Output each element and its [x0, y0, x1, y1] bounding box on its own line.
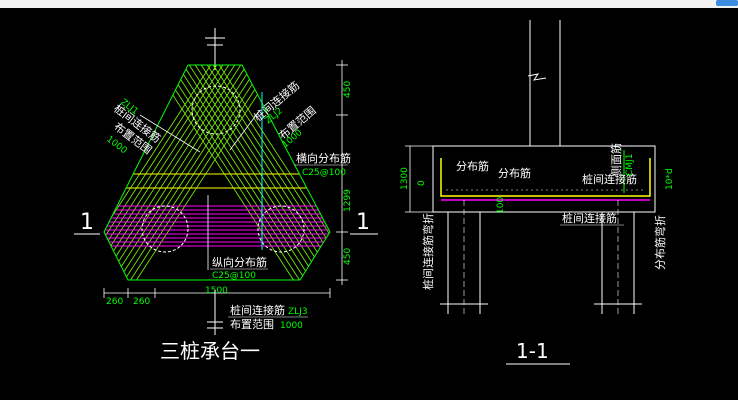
- label-long-spec: C25@100: [212, 271, 256, 281]
- section-dim-height: 1300: [400, 167, 410, 190]
- dim-b3: 1500: [205, 286, 228, 296]
- section-left-dimension: [405, 145, 433, 213]
- pile-right: [257, 205, 305, 253]
- section-label-dist1: 分布筋: [456, 159, 489, 173]
- dim-bottom: 450: [343, 248, 353, 265]
- cad-drawing-canvas: 450 1299 450 1 1 260 260 1500 桩间连接筋 ZLJ1: [0, 8, 738, 400]
- label-zlj3-code: ZLJ3: [288, 307, 308, 317]
- plan-bottom-dimension: [103, 288, 331, 298]
- dim-b1: 260: [106, 297, 123, 307]
- label-zlj3-range: 布置范围: [230, 317, 274, 331]
- section-view: 1300 0 100 分布筋 分布筋 桩间连接筋 桩间连接筋 侧面筋 CMJ1 …: [400, 20, 675, 365]
- section-label-bend: 桩间连接筋弯折: [421, 213, 435, 290]
- section-label-dist-bend: 分布筋弯折: [653, 215, 667, 270]
- section-rebar-yellow: [440, 158, 651, 197]
- section-title: 1-1: [516, 339, 549, 363]
- section-label-pile-conn: 桩间连接筋: [582, 172, 637, 186]
- label-zlj3-len: 1000: [280, 321, 303, 331]
- section-mark-left: 1: [80, 210, 94, 235]
- window-top-bar: [0, 0, 738, 8]
- section-piles: [440, 212, 642, 314]
- label-zlj3: 桩间连接筋: [230, 303, 285, 317]
- section-column: [527, 20, 561, 146]
- label-horizontal-spec: C25@100: [302, 168, 346, 178]
- scroll-thumb[interactable]: [716, 0, 738, 6]
- connection-lines: [139, 109, 261, 270]
- label-long-dist: 纵向分布筋: [212, 255, 267, 269]
- plan-view: 450 1299 450 1 1 260 260 1500 桩间连接筋 ZLJ1: [74, 28, 378, 363]
- section-mark-right: 1: [356, 210, 370, 235]
- section-label-dist-bend-val: 10*d: [665, 168, 675, 190]
- cad-drawing: 450 1299 450 1 1 260 260 1500 桩间连接筋 ZLJ1: [74, 20, 675, 365]
- section-label-side-code: CMJ1: [625, 154, 635, 176]
- pile-cap-outline: [103, 64, 331, 281]
- plan-title: 三桩承台一: [160, 339, 260, 363]
- section-label-side: 侧面筋: [609, 143, 623, 176]
- section-dim-zero: 0: [417, 180, 427, 186]
- dim-b2: 260: [133, 297, 150, 307]
- section-label-pile-conn2: 桩间连接筋: [562, 211, 617, 225]
- section-label-dist2: 分布筋: [498, 166, 531, 180]
- dim-top: 450: [343, 81, 353, 98]
- pile-left: [141, 205, 189, 253]
- plan-right-dimension: [336, 60, 348, 285]
- section-dim-cover: 100: [496, 197, 506, 214]
- pile-top: [191, 85, 241, 135]
- dim-mid: 1299: [343, 189, 353, 212]
- label-horizontal-dist: 横向分布筋: [296, 151, 351, 165]
- section-cap-outline: [432, 145, 656, 213]
